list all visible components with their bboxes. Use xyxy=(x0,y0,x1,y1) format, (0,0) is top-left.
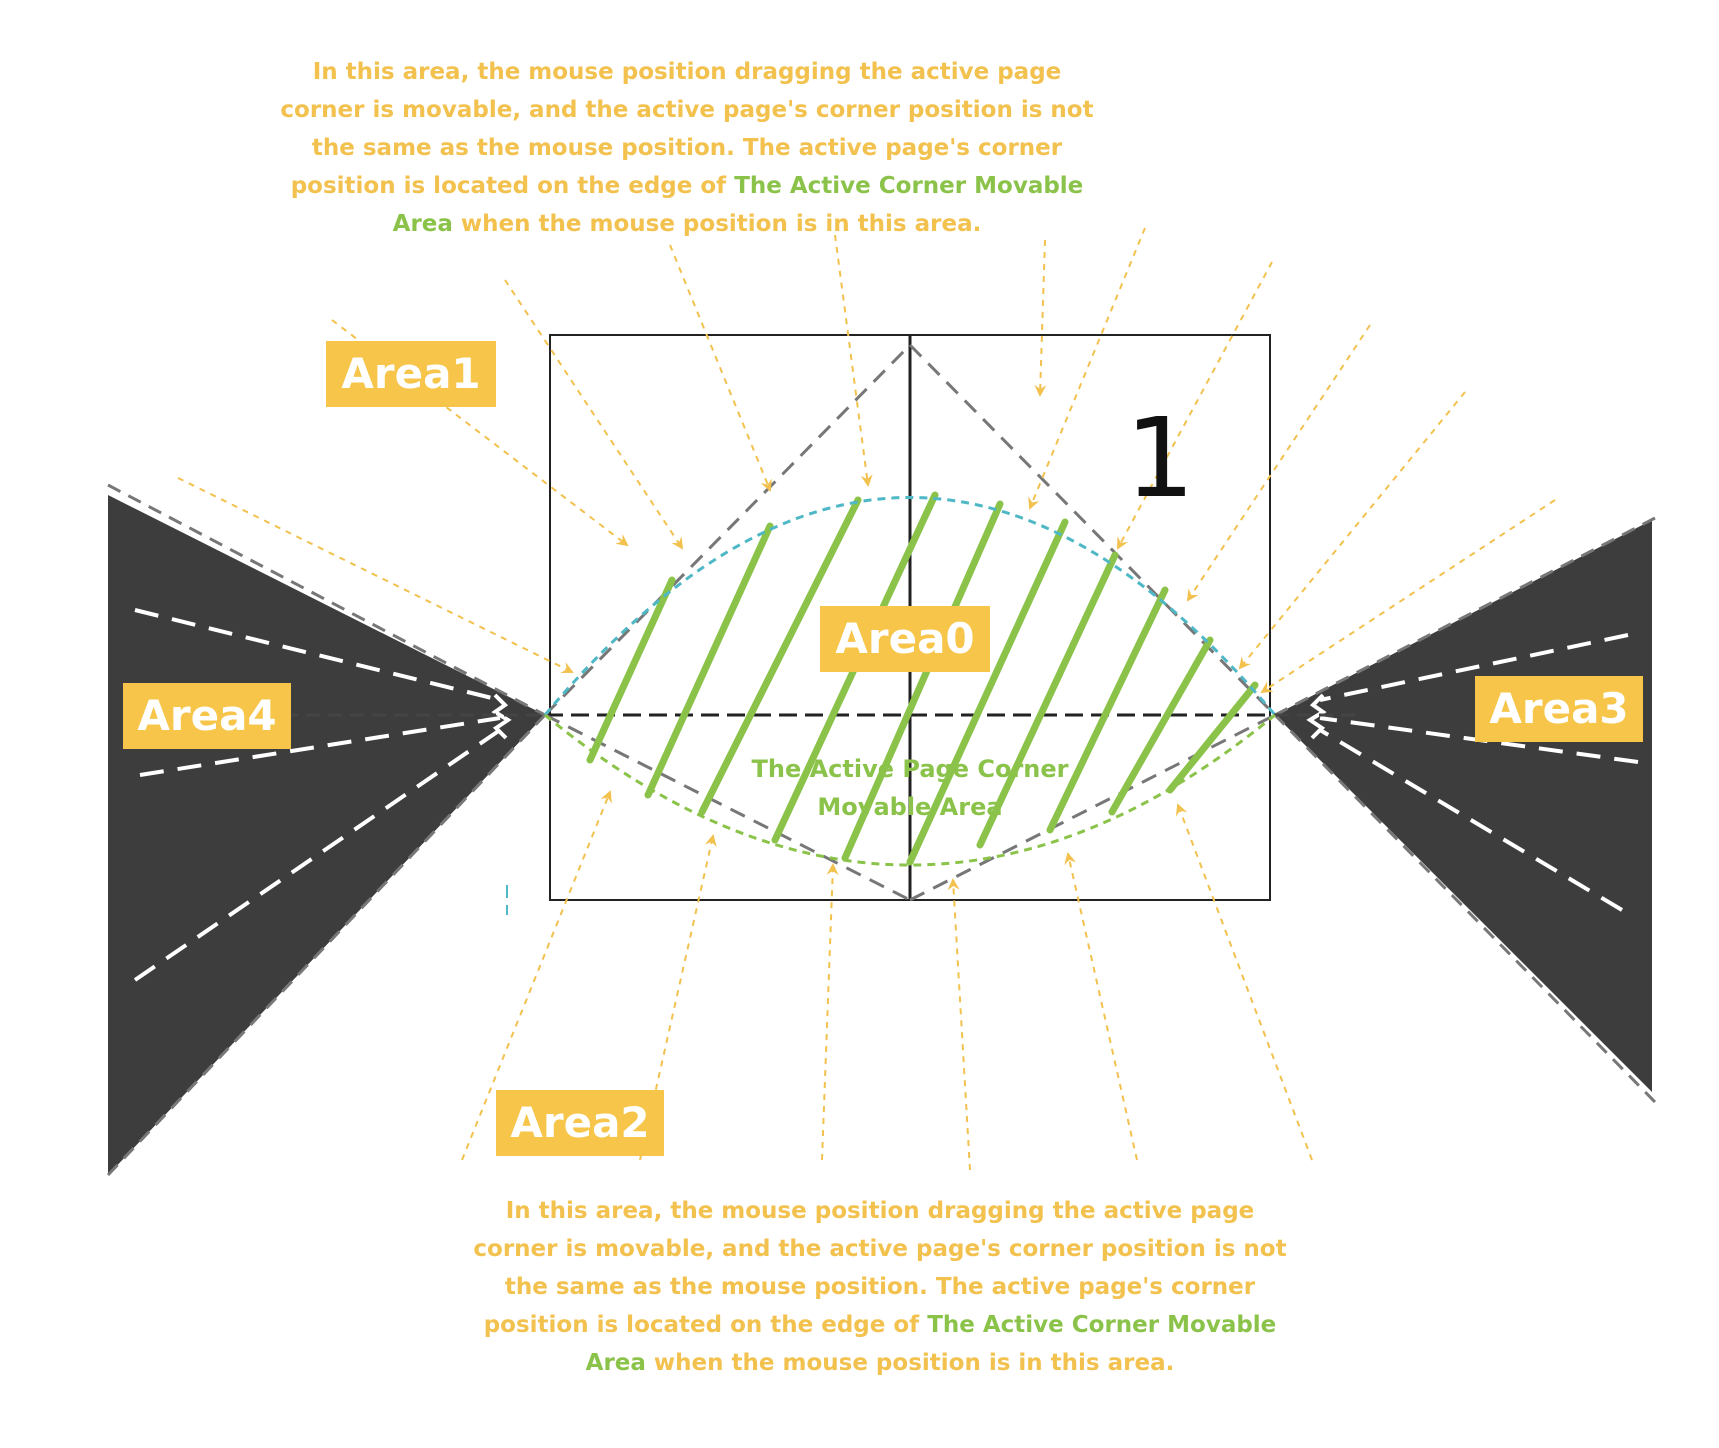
dark-region-borders xyxy=(106,483,1657,1177)
area3-label: Area3 xyxy=(1475,676,1643,742)
hatch-line xyxy=(1108,636,1214,816)
diamond-guide xyxy=(544,713,911,902)
right-dark-region xyxy=(1275,520,1652,1092)
area0-label: Area0 xyxy=(820,606,990,672)
bottom-note-text: In this area, the mouse position draggin… xyxy=(473,1198,1287,1338)
page-number: 1 xyxy=(1125,394,1195,522)
left-dark-region xyxy=(108,495,545,1175)
diamond-guides xyxy=(543,343,1277,902)
annotation-arrow xyxy=(1238,391,1466,670)
left-lower-border xyxy=(106,713,547,1177)
hatch-line xyxy=(1046,586,1169,834)
top-note-text: In this area, the mouse position draggin… xyxy=(280,59,1094,199)
diamond-guide xyxy=(909,713,1276,902)
hatch-line xyxy=(1166,681,1259,794)
annotation-arrow xyxy=(1064,852,1138,1161)
right-upper-border xyxy=(1274,516,1656,717)
right-ray xyxy=(1319,633,1629,702)
annotation-arrow xyxy=(639,834,717,1161)
hatch-line xyxy=(698,496,862,816)
left-ray xyxy=(139,716,501,777)
bottom-note: In this area, the mouse position draggin… xyxy=(470,1192,1290,1382)
left-tear-mark xyxy=(491,693,512,740)
diamond-guide xyxy=(908,343,1277,717)
annotation-arrow xyxy=(669,244,772,492)
top-note-tail: when the mouse position is in this area. xyxy=(452,211,982,237)
annotation-arrow xyxy=(1028,227,1146,510)
area2-label: Area2 xyxy=(496,1090,664,1156)
bottom-note-highlight: The Active Corner Movable Area xyxy=(585,1312,1277,1376)
diamond-guide xyxy=(543,343,912,717)
hatch-line xyxy=(906,518,1069,866)
area4-label: Area4 xyxy=(123,683,291,749)
left-white-rays xyxy=(133,608,502,982)
annotation-arrow xyxy=(821,863,839,1161)
annotation-arrow xyxy=(1175,803,1313,1161)
hatch-line xyxy=(976,551,1119,849)
lower-arc xyxy=(544,713,1276,867)
annotation-arrow xyxy=(504,279,684,550)
hatch-line xyxy=(841,500,1004,862)
upper-arc xyxy=(543,496,1277,716)
right-tear-mark xyxy=(1306,693,1327,740)
annotation-arrow xyxy=(1186,324,1371,602)
annotation-arrow xyxy=(1034,239,1047,397)
bottom-note-tail: when the mouse position is in this area. xyxy=(645,1350,1175,1376)
movable-area-caption: The Active Page Corner Movable Area xyxy=(751,755,1069,821)
movable-area-hatch xyxy=(586,491,1259,866)
annotation-arrow xyxy=(177,477,574,673)
top-note: In this area, the mouse position draggin… xyxy=(277,53,1097,243)
annotation-arrow xyxy=(947,878,971,1171)
left-upper-border xyxy=(107,483,546,717)
annotation-arrow xyxy=(834,234,873,487)
top-note-highlight: The Active Corner Movable Area xyxy=(392,173,1084,237)
area1-label: Area1 xyxy=(326,341,496,407)
annotation-arrow xyxy=(1260,499,1556,694)
left-ray xyxy=(134,608,501,702)
hatch-line xyxy=(586,576,676,764)
hatch-line xyxy=(644,522,774,799)
right-ray xyxy=(1318,728,1624,912)
